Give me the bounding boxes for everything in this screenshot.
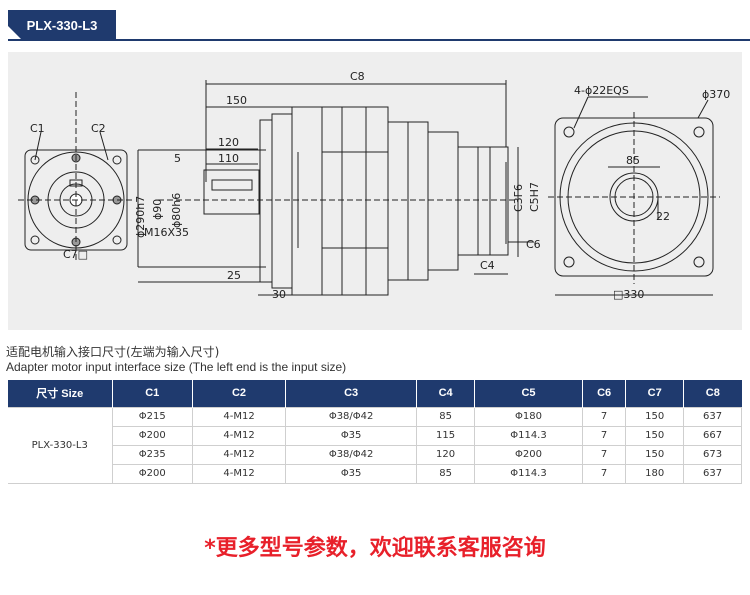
table-cell: 7 [581,406,627,427]
table-cell: 637 [683,463,742,484]
table-cell: 85 [416,463,476,484]
label-m16: M16X35 [144,226,189,239]
table-cell: Φ38/Φ42 [285,406,418,427]
label-30: 30 [272,288,286,301]
table-cell: 667 [683,425,742,446]
label-c8: C8 [350,70,365,83]
label-22: 22 [656,210,670,223]
table-cell: Φ215 [111,406,193,427]
label-c7: C7□ [63,248,88,261]
table-cell: 120 [416,444,476,465]
table-cell: Φ38/Φ42 [285,444,418,465]
table-cell: 180 [625,463,685,484]
table-cell: 7 [581,444,627,465]
label-110: 110 [218,152,239,165]
table-cell: 7 [581,425,627,446]
label-c3: C3F6 [512,184,525,212]
label-phi90: ϕ90 [151,199,164,220]
table-cell: Φ35 [285,425,418,446]
label-sq330: □330 [613,288,644,301]
table-cell: Φ114.3 [474,425,583,446]
header-c8: C8 [683,380,742,407]
table-row: Φ200 4-M12 Φ35 85 Φ114.3 7 180 637 [8,463,742,484]
caption-english: Adapter motor input interface size (The … [6,360,347,374]
label-phi290: ϕ290h7 [134,196,147,238]
table-cell: 4-M12 [191,444,287,465]
label-25: 25 [227,269,241,282]
table-row: Φ235 4-M12 Φ38/Φ42 120 Φ200 7 150 673 [8,444,742,465]
label-85: 85 [626,154,640,167]
technical-drawing: C1 C2 C7□ C8 150 120 5 110 ϕ290h7 ϕ90 ϕ8… [8,52,742,330]
table-cell: 7 [581,463,627,484]
spec-table: 尺寸 Size C1 C2 C3 C4 C5 C6 C7 C8 PLX-330-… [8,380,742,484]
label-c2: C2 [91,122,106,135]
label-150: 150 [226,94,247,107]
title-rule [8,39,750,41]
table-row: PLX-330-L3 Φ215 4-M12 Φ38/Φ42 85 Φ180 7 … [8,406,742,484]
header-size: 尺寸 Size [8,380,113,407]
header-c2: C2 [192,380,287,407]
table-row: Φ200 4-M12 Φ35 115 Φ114.3 7 150 667 [8,425,742,446]
model-cell: PLX-330-L3 [8,406,113,484]
table-cell: 150 [625,425,685,446]
model-title: PLX-330-L3 [26,17,98,33]
table-cell: Φ200 [111,425,193,446]
table-cell: 4-M12 [191,406,287,427]
header-c1: C1 [112,380,193,407]
label-c6: C6 [526,238,541,251]
table-cell: Φ235 [111,444,193,465]
header-c4: C4 [416,380,476,407]
table-cell: Φ180 [474,406,583,427]
table-cell: 4-M12 [191,425,287,446]
caption-chinese: 适配电机输入接口尺寸(左端为输入尺寸) [6,345,220,359]
table-cell: 4-M12 [191,463,287,484]
table-cell: Φ114.3 [474,463,583,484]
table-cell: 150 [625,406,685,427]
table-cell: Φ200 [474,444,583,465]
table-header-row: 尺寸 Size C1 C2 C3 C4 C5 C6 C7 C8 [8,380,742,407]
model-title-tab: PLX-330-L3 [8,10,116,40]
table-cell: 673 [683,444,742,465]
header-c6: C6 [582,380,627,407]
label-c5: C5H7 [528,182,541,212]
label-holes: 4-ϕ22EQS [574,84,629,97]
label-c4: C4 [480,259,495,272]
label-c1: C1 [30,122,45,135]
header-c3: C3 [285,380,418,407]
table-cell: Φ35 [285,463,418,484]
drawing-svg: C1 C2 C7□ C8 150 120 5 110 ϕ290h7 ϕ90 ϕ8… [18,70,730,301]
label-phi370: ϕ370 [702,88,730,101]
table-cell: 85 [416,406,476,427]
label-5: 5 [174,152,181,165]
label-120: 120 [218,136,239,149]
table-cell: Φ200 [111,463,193,484]
header-c5: C5 [474,380,583,407]
label-phi80: ϕ80h6 [170,193,183,228]
header-c7: C7 [625,380,685,407]
table-cell: 637 [683,406,742,427]
contact-note: *更多型号参数，欢迎联系客服咨询 [204,536,546,561]
table-cell: 150 [625,444,685,465]
table-cell: 115 [416,425,476,446]
